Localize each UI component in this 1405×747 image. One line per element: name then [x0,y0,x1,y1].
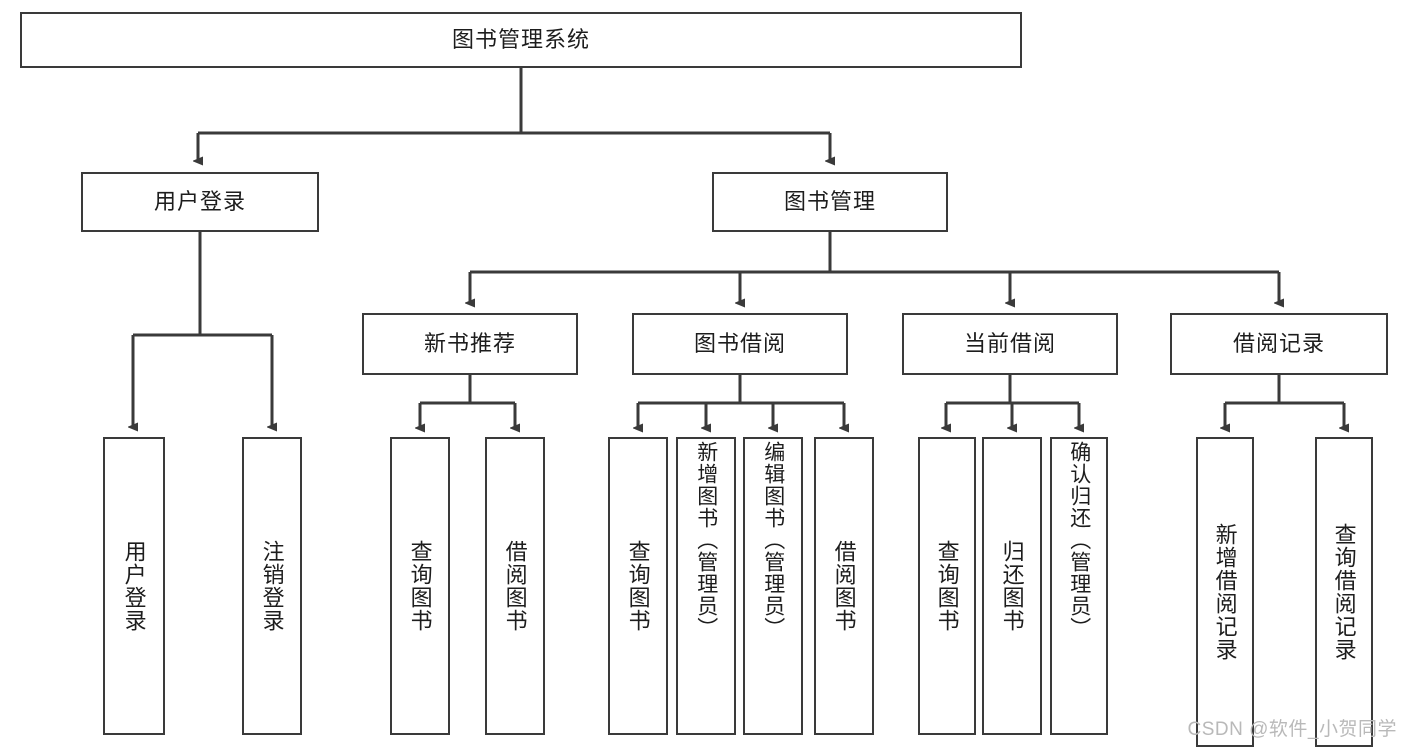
node-label: 用户登录 [153,188,246,214]
leaf-add-book-admin[interactable]: 新增图书（管理员） [676,437,736,735]
node-label: 查询图书 [407,540,433,632]
node-new-book-recommend[interactable]: 新书推荐 [362,313,578,375]
node-book-management[interactable]: 图书管理 [712,172,948,232]
node-label: 查询图书 [625,540,651,632]
node-label: 图书管理 [783,188,876,214]
leaf-query-borrow-record[interactable]: 查询借阅记录 [1315,437,1373,747]
node-book-management-system[interactable]: 图书管理系统 [20,12,1022,68]
node-label: 新增图书（管理员） [694,441,718,639]
node-label: 注销登录 [259,540,285,632]
node-label: 新增借阅记录 [1212,523,1238,661]
node-label: 新书推荐 [423,330,516,356]
leaf-confirm-return-admin[interactable]: 确认归还（管理员） [1050,437,1108,735]
node-label: 归还图书 [999,540,1025,632]
leaf-query-book-current[interactable]: 查询图书 [918,437,976,735]
csdn-watermark: CSDN @软件_小贺同学 [1187,719,1397,740]
node-borrow-record[interactable]: 借阅记录 [1170,313,1388,375]
node-label: 确认归还（管理员） [1067,441,1091,639]
node-label: 图书管理系统 [451,26,590,52]
node-label: 查询图书 [934,540,960,632]
node-label: 查询借阅记录 [1331,523,1357,661]
leaf-user-login[interactable]: 用户登录 [103,437,165,735]
leaf-add-borrow-record[interactable]: 新增借阅记录 [1196,437,1254,747]
node-label: 借阅记录 [1232,330,1325,356]
leaf-logout-login[interactable]: 注销登录 [242,437,302,735]
leaf-borrow-book-new[interactable]: 借阅图书 [485,437,545,735]
node-label: 用户登录 [121,540,147,632]
node-label: 当前借阅 [963,330,1056,356]
leaf-query-book-new[interactable]: 查询图书 [390,437,450,735]
node-label: 编辑图书（管理员） [761,441,785,639]
leaf-return-book[interactable]: 归还图书 [982,437,1042,735]
node-label: 借阅图书 [831,540,857,632]
node-label: 借阅图书 [502,540,528,632]
node-user-login[interactable]: 用户登录 [81,172,319,232]
node-book-borrow[interactable]: 图书借阅 [632,313,848,375]
leaf-query-book-borrow[interactable]: 查询图书 [608,437,668,735]
node-current-borrow[interactable]: 当前借阅 [902,313,1118,375]
leaf-edit-book-admin[interactable]: 编辑图书（管理员） [743,437,803,735]
leaf-borrow-book-borrow[interactable]: 借阅图书 [814,437,874,735]
node-label: 图书借阅 [693,330,786,356]
